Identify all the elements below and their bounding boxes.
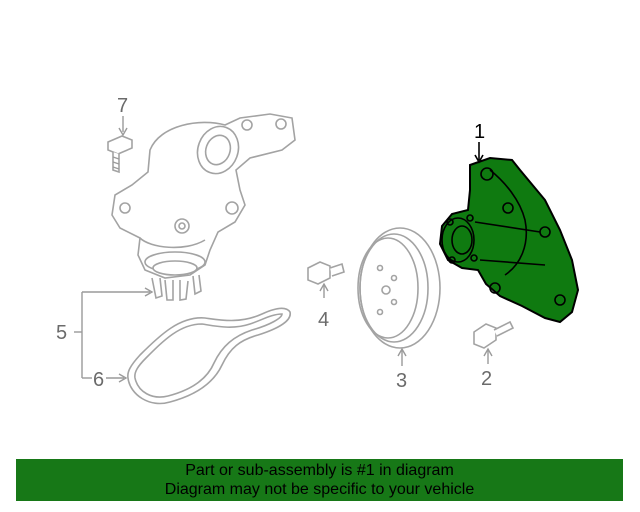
info-banner: Part or sub-assembly is #1 in diagram Di… xyxy=(16,459,623,501)
part-7-screw xyxy=(107,135,133,174)
callout-3: 3 xyxy=(396,370,407,392)
arrow-6 xyxy=(118,373,128,383)
arrow-5 xyxy=(144,287,154,297)
callout-2: 2 xyxy=(481,368,492,390)
part-5-water-outlet-housing xyxy=(111,113,296,301)
callout-1: 1 xyxy=(474,121,485,143)
part-3-pulley xyxy=(357,227,441,349)
arrow-7 xyxy=(118,127,128,137)
banner-line-1: Part or sub-assembly is #1 in diagram xyxy=(185,462,454,479)
callout-4: 4 xyxy=(318,309,329,331)
banner-line-2: Diagram may not be specific to your vehi… xyxy=(164,481,475,498)
callout-7: 7 xyxy=(117,95,128,117)
part-2-bolt xyxy=(473,320,515,349)
part-1-water-pump xyxy=(438,156,580,324)
callout-5: 5 xyxy=(56,322,67,344)
part-4-bolt xyxy=(307,261,345,285)
arrow-4 xyxy=(319,282,329,292)
arrow-2 xyxy=(483,347,493,357)
callout-6: 6 xyxy=(93,369,104,391)
part-6-gasket xyxy=(127,307,291,405)
arrow-3 xyxy=(397,347,407,357)
arrow-1 xyxy=(474,154,484,164)
